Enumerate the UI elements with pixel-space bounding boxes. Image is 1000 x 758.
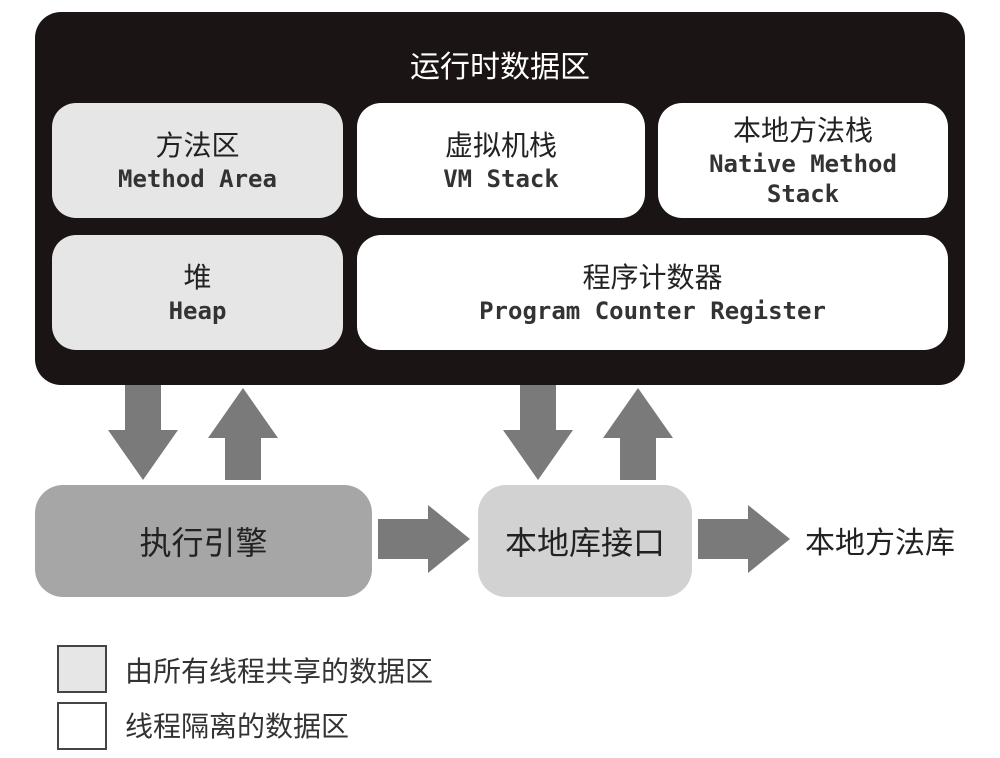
heap-zh: 堆: [183, 260, 212, 294]
native-method-stack-en-2: Stack: [766, 179, 840, 208]
legend-isolated-swatch: [57, 702, 107, 750]
execution-engine-box: 执行引擎: [35, 485, 372, 597]
arrow-up-icon: [208, 388, 278, 480]
native-method-stack-box: 本地方法栈 Native Method Stack: [658, 103, 948, 218]
vm-stack-box: 虚拟机栈 VM Stack: [357, 103, 645, 218]
pc-register-box: 程序计数器 Program Counter Register: [357, 235, 948, 350]
legend-shared-swatch: [57, 645, 107, 693]
runtime-data-area-title: 运行时数据区: [410, 50, 590, 85]
arrow-right-icon: [698, 505, 790, 573]
arrow-right-icon: [378, 505, 470, 573]
method-area-box: 方法区 Method Area: [52, 103, 343, 218]
pc-register-en: Program Counter Register: [479, 296, 826, 325]
arrow-up-icon: [603, 388, 673, 480]
pc-register-zh: 程序计数器: [582, 260, 723, 294]
legend-isolated-label: 线程隔离的数据区: [125, 710, 350, 743]
vm-stack-zh: 虚拟机栈: [444, 128, 557, 162]
heap-en: Heap: [168, 296, 227, 325]
native-method-stack-en-1: Native Method: [709, 149, 897, 178]
native-interface-label: 本地库接口: [504, 524, 665, 562]
method-area-zh: 方法区: [155, 128, 240, 162]
arrow-down-icon: [108, 385, 178, 480]
vm-stack-en: VM Stack: [443, 164, 559, 193]
legend-shared-label: 由所有线程共享的数据区: [125, 655, 434, 688]
native-interface-box: 本地库接口: [478, 485, 692, 597]
arrow-down-icon: [503, 385, 573, 480]
method-area-en: Method Area: [118, 164, 277, 193]
native-method-stack-zh: 本地方法栈: [732, 113, 873, 147]
native-library-label: 本地方法库: [805, 526, 955, 561]
heap-box: 堆 Heap: [52, 235, 343, 350]
execution-engine-label: 执行引擎: [139, 524, 268, 562]
